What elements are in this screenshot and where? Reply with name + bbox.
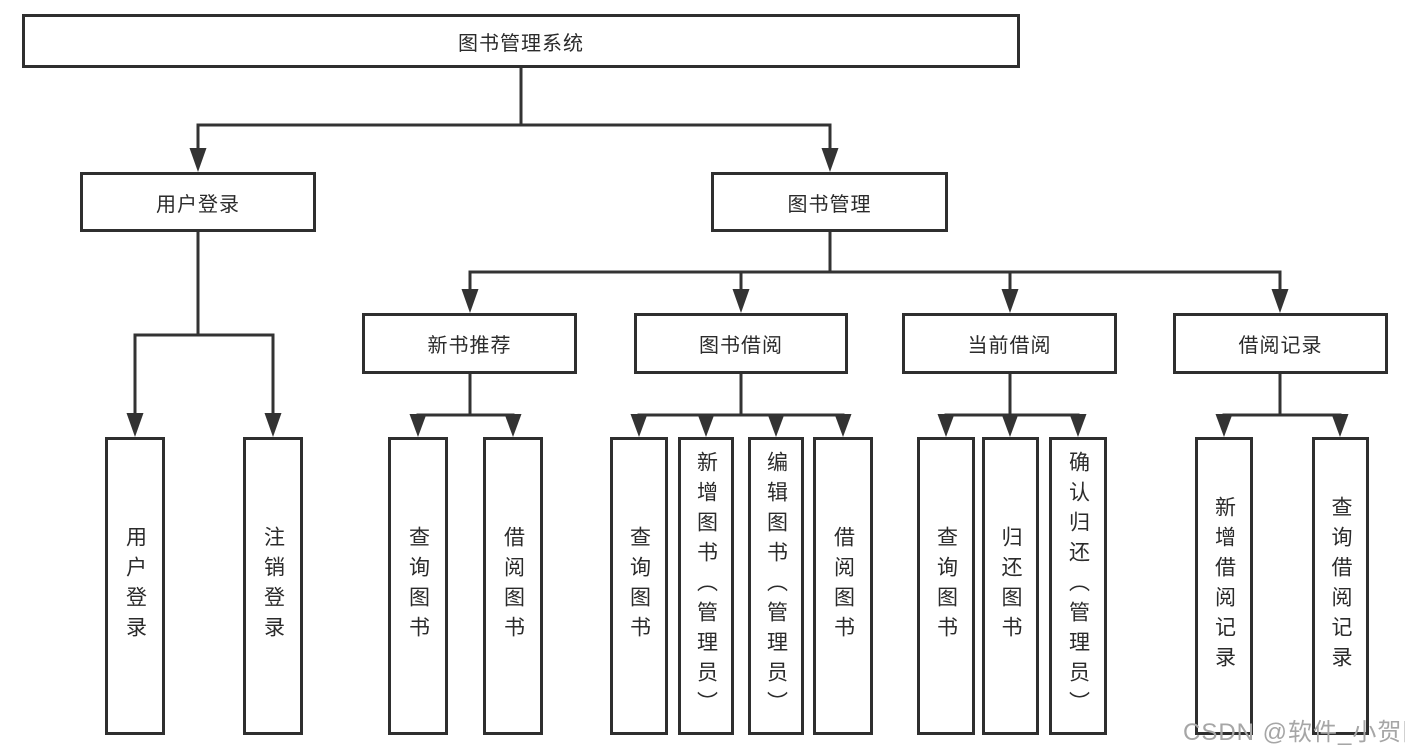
- arrowhead-icon: [1069, 414, 1087, 437]
- connector-borrow-records: [1222, 373, 1342, 417]
- leaf-add-borrow-record-label: 新增借阅记录: [1212, 496, 1236, 676]
- arrowhead-icon: [264, 413, 282, 437]
- arrowhead-icon: [732, 289, 750, 313]
- leaf-query-books-recommend: 查询图书: [388, 437, 448, 735]
- leaf-add-book-admin: 新增图书（管理员）: [678, 437, 734, 735]
- arrowhead-icon: [697, 414, 715, 437]
- node-borrow-records: 借阅记录: [1173, 313, 1388, 374]
- leaf-query-books-borrow: 查询图书: [610, 437, 668, 735]
- leaf-edit-book-admin-label: 编辑图书（管理员）: [764, 451, 788, 721]
- node-current-borrow-label: 当前借阅: [967, 335, 1052, 357]
- connector-current-borrow: [944, 373, 1080, 417]
- leaf-user-login: 用户登录: [105, 437, 165, 735]
- arrowhead-icon: [1271, 289, 1289, 313]
- node-user-login-label: 用户登录: [156, 193, 240, 216]
- node-new-book-recommend: 新书推荐: [362, 313, 577, 374]
- leaf-logout: 注销登录: [243, 437, 303, 735]
- leaf-return-book: 归还图书: [982, 437, 1039, 735]
- node-current-borrow: 当前借阅: [902, 313, 1117, 374]
- csdn-watermark: CSDN @软件_小贺同学: [1183, 719, 1405, 746]
- leaf-borrow-books-recommend: 借阅图书: [483, 437, 543, 735]
- arrowhead-icon: [937, 414, 955, 437]
- connector-user-login: [133, 231, 275, 417]
- leaf-query-books-current-label: 查询图书: [934, 526, 958, 646]
- leaf-user-login-label: 用户登录: [123, 526, 147, 646]
- leaf-query-borrow-record-label: 查询借阅记录: [1329, 496, 1352, 676]
- leaf-query-books-recommend-label: 查询图书: [406, 526, 430, 646]
- leaf-return-book-label: 归还图书: [999, 526, 1022, 646]
- arrowhead-icon: [504, 414, 522, 437]
- node-new-book-recommend-label: 新书推荐: [427, 335, 512, 357]
- arrowhead-icon: [189, 148, 207, 172]
- connector-book-management: [468, 231, 1282, 293]
- node-root-label: 图书管理系统: [458, 32, 584, 55]
- leaf-confirm-return-admin: 确认归还（管理员）: [1049, 437, 1107, 735]
- node-root: 图书管理系统: [22, 14, 1020, 68]
- leaf-borrow-books: 借阅图书: [813, 437, 873, 735]
- arrowhead-icon: [1215, 414, 1233, 437]
- leaf-query-books-current: 查询图书: [917, 437, 975, 735]
- connector-book-borrow: [637, 373, 845, 417]
- arrowhead-icon: [834, 414, 852, 437]
- arrowhead-icon: [126, 413, 144, 437]
- connector-new-book: [416, 373, 515, 417]
- arrowhead-icon: [630, 414, 648, 437]
- leaf-query-books-borrow-label: 查询图书: [627, 526, 651, 646]
- arrowhead-icon: [409, 414, 427, 437]
- leaf-borrow-books-recommend-label: 借阅图书: [501, 526, 525, 646]
- node-book-management: 图书管理: [711, 172, 948, 232]
- node-user-login: 用户登录: [80, 172, 316, 232]
- arrowhead-icon: [1001, 414, 1019, 437]
- leaf-logout-label: 注销登录: [261, 526, 285, 646]
- arrowhead-icon: [767, 414, 785, 437]
- leaf-confirm-return-admin-label: 确认归还（管理员）: [1066, 451, 1090, 721]
- node-book-borrow-label: 图书借阅: [699, 335, 783, 357]
- node-book-management-label: 图书管理: [787, 193, 872, 216]
- node-book-borrow: 图书借阅: [634, 313, 848, 374]
- leaf-query-borrow-record: 查询借阅记录: [1312, 437, 1369, 735]
- node-borrow-records-label: 借阅记录: [1238, 335, 1323, 357]
- arrowhead-icon: [1331, 414, 1349, 437]
- leaf-add-borrow-record: 新增借阅记录: [1195, 437, 1253, 735]
- leaf-borrow-books-label: 借阅图书: [831, 526, 855, 646]
- arrowhead-icon: [1001, 289, 1019, 313]
- connector-root: [196, 68, 832, 152]
- arrowhead-icon: [461, 289, 479, 313]
- leaf-add-book-admin-label: 新增图书（管理员）: [694, 451, 718, 721]
- arrowhead-icon: [821, 148, 839, 172]
- leaf-edit-book-admin: 编辑图书（管理员）: [748, 437, 804, 735]
